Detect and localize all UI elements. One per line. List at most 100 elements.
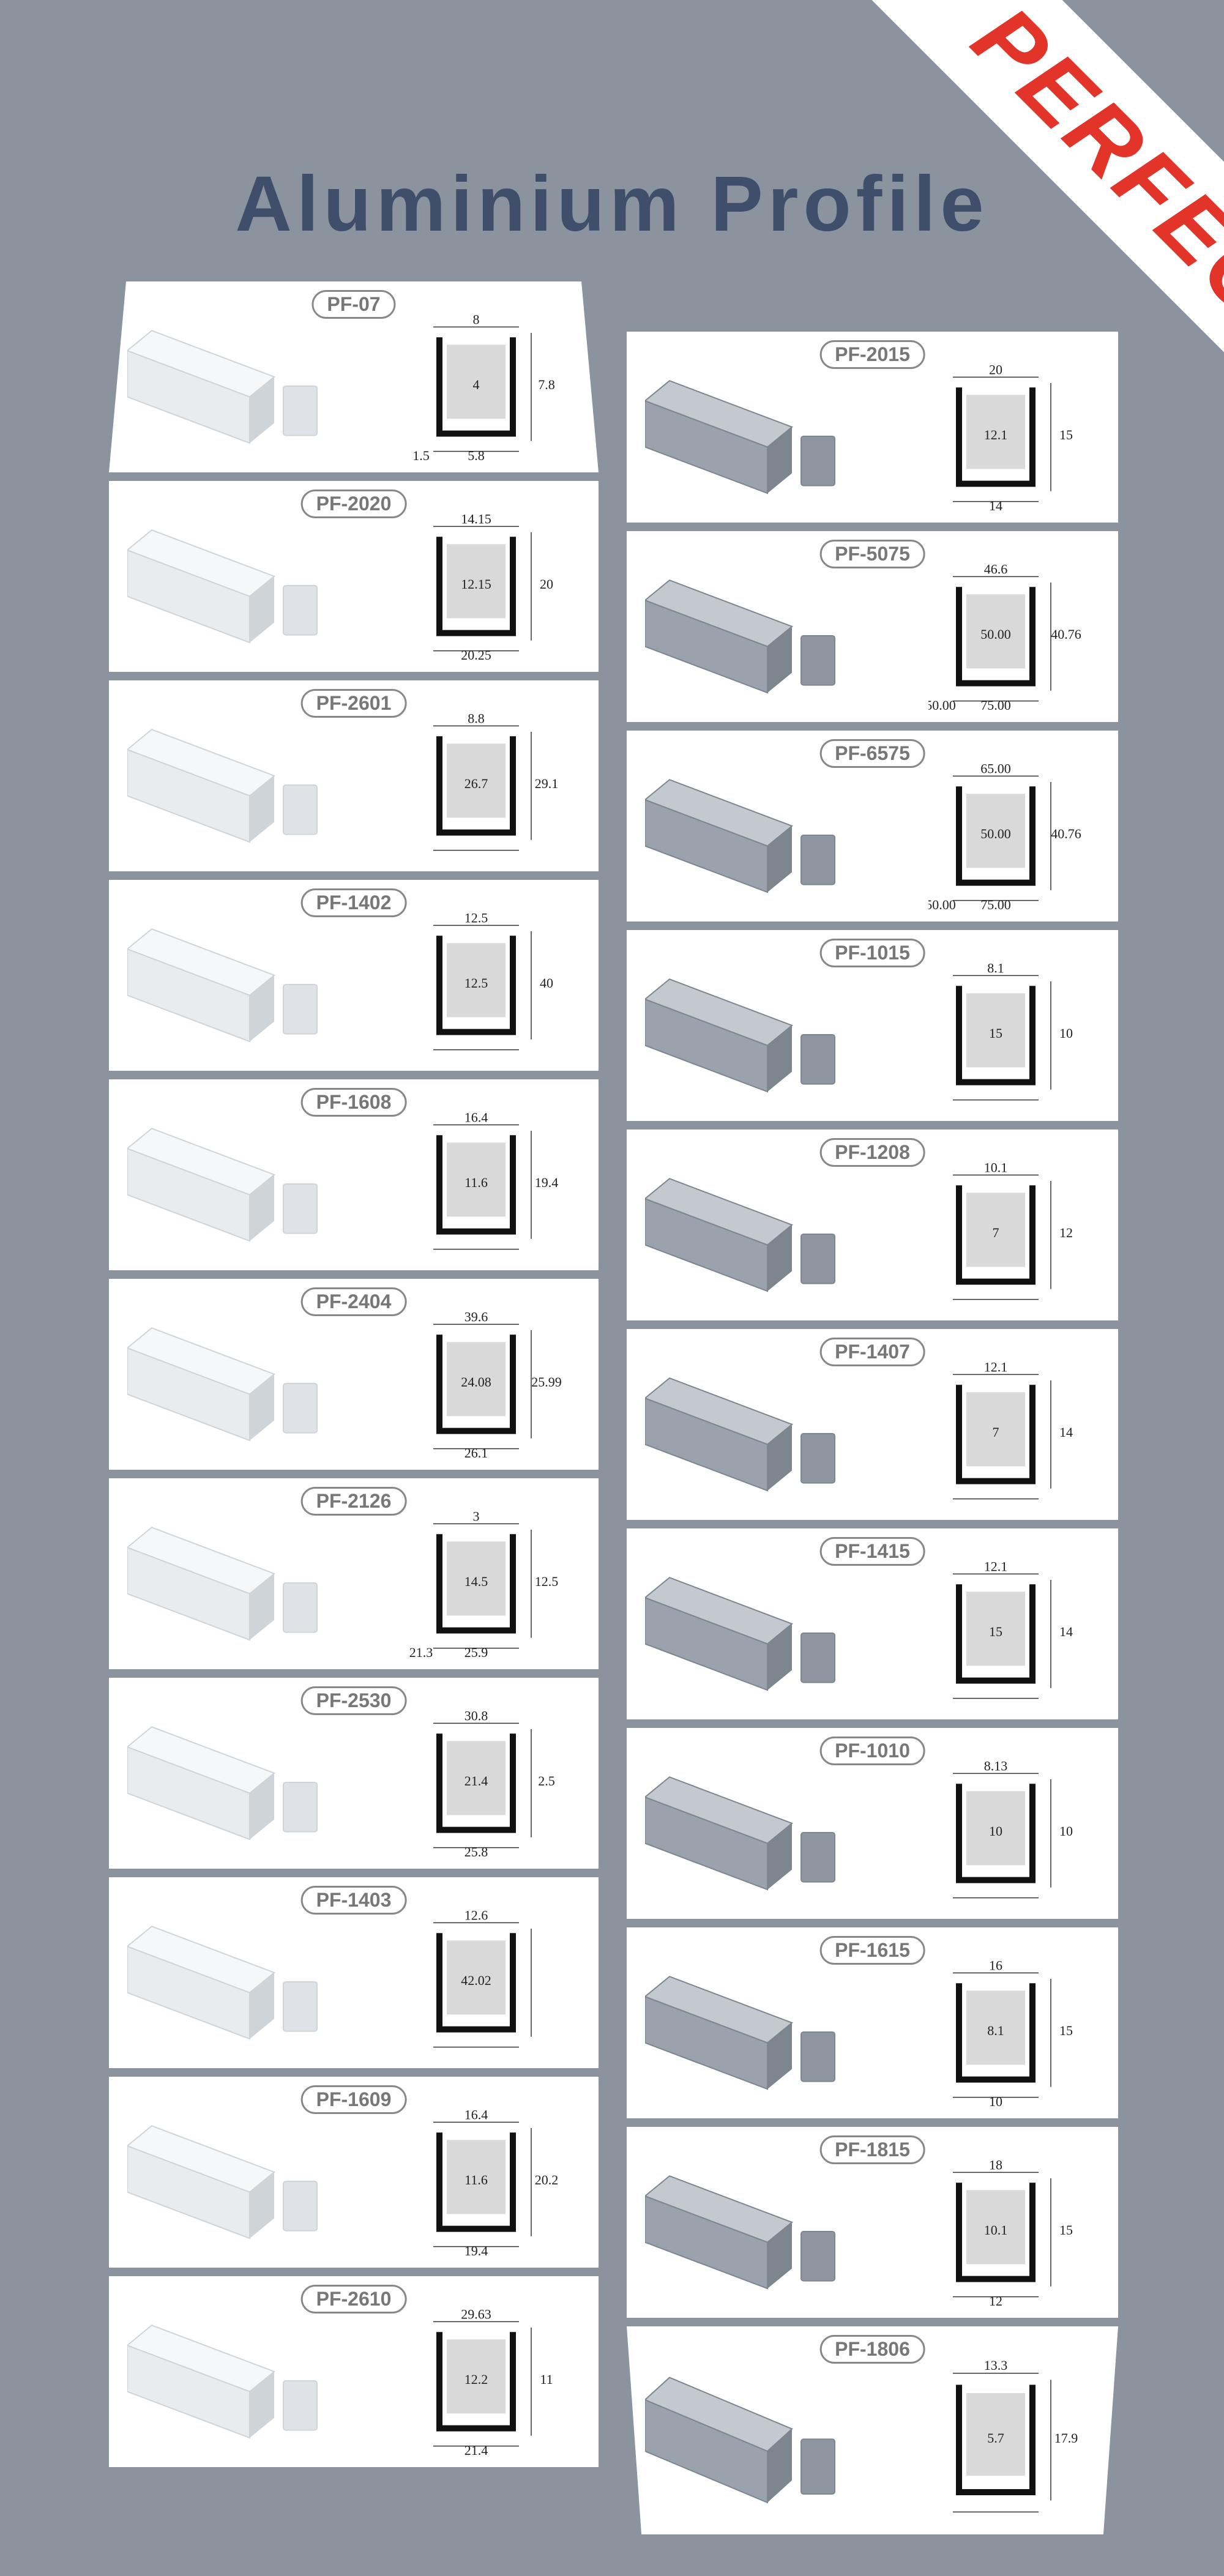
dimension-label: 12.5 (535, 1574, 559, 1589)
dimension-label: 25.8 (465, 1844, 488, 1859)
profile-model-image (127, 529, 318, 644)
dimension-label: 8.1 (987, 964, 1004, 976)
dimension-label: 11 (540, 2372, 553, 2387)
dimension-label: 19.4 (465, 2243, 488, 2258)
model-label: PF-1815 (819, 2135, 925, 2164)
profile-model-image (645, 779, 835, 893)
dimension-label: 15 (1059, 2023, 1073, 2038)
model-label: PF-2126 (300, 1487, 407, 1516)
dimension-label: 12.5 (465, 975, 488, 991)
dimension-label: 12 (1059, 1225, 1073, 1240)
dimension-label: 19.4 (535, 1175, 559, 1190)
dimension-label: 10 (1059, 1026, 1073, 1041)
dimension-label: 8.13 (984, 1762, 1008, 1774)
dimension-label: 7 (993, 1225, 999, 1240)
dimension-label: 15 (1059, 427, 1073, 442)
dimension-label: 50.00 (980, 627, 1011, 642)
dimension-label: 75.00 (980, 897, 1011, 912)
model-label: PF-1403 (300, 1886, 407, 1915)
dimension-label: 12 (989, 2293, 1002, 2309)
dimension-label: 20.25 (461, 647, 491, 663)
dimension-label: 26.7 (465, 776, 488, 791)
profile-model-image (127, 1726, 318, 1841)
profile-model-image (127, 2125, 318, 2239)
dimension-label: 11.6 (465, 1175, 488, 1190)
dimension-label: 12.1 (984, 1363, 1008, 1375)
dimension-label: 10.1 (984, 2222, 1008, 2238)
profile-model-image (645, 1976, 835, 2090)
dimension-label: 8 (473, 315, 480, 327)
profile-model-image (645, 1776, 835, 1891)
dimension-label: 12.15 (461, 576, 491, 592)
product-card: PF-1015 8.1 15 10 (627, 930, 1118, 1121)
dimension-label: 50.00 (928, 897, 956, 912)
model-label: PF-1208 (819, 1138, 925, 1167)
dimension-label: 26.1 (465, 1445, 488, 1461)
page-title: Aluminium Profile (235, 160, 989, 248)
cross-section-drawing: 8.1 15 10 (953, 964, 1073, 1101)
dimension-label: 25.9 (465, 1645, 488, 1660)
cross-section-drawing: 10.1 7 12 (953, 1163, 1073, 1300)
model-label: PF-1407 (819, 1338, 925, 1366)
cross-section-drawing: 12.642.02 (433, 1911, 532, 2048)
dimension-label: 39.6 (465, 1312, 488, 1325)
dimension-label: 40.76 (1051, 627, 1081, 642)
model-label: PF-2601 (300, 689, 407, 718)
profile-model-image (127, 2325, 318, 2439)
model-label: PF-2610 (300, 2285, 407, 2314)
profile-model-image (645, 2175, 835, 2290)
dimension-label: 20.2 (535, 2172, 559, 2187)
product-card: PF-1208 10.1 7 12 (627, 1130, 1118, 1320)
model-label: PF-5075 (819, 540, 925, 568)
dimension-label: 40 (540, 975, 553, 991)
profile-model-image (645, 2377, 835, 2504)
dimension-label: 50.00 (980, 826, 1011, 841)
dimension-label: 10.1 (984, 1163, 1008, 1175)
model-label: PF-1415 (819, 1537, 925, 1566)
dimension-label: 14 (1059, 1424, 1073, 1440)
dimension-label: 40.76 (1051, 826, 1081, 841)
dimension-label: 42.02 (461, 1973, 491, 1988)
profile-model-image (127, 1327, 318, 1442)
dimension-label: 15 (989, 1026, 1002, 1041)
model-label: PF-1015 (819, 939, 925, 967)
dimension-label: 18 (989, 2161, 1002, 2173)
dimension-label: 14.15 (461, 515, 491, 527)
dimension-label: 12.5 (465, 914, 488, 926)
dimension-label: 21.4 (465, 2443, 488, 2458)
profile-model-image (127, 330, 318, 444)
dimension-label: 12.1 (984, 427, 1008, 442)
profile-model-image (645, 380, 835, 494)
dimension-label: 29.1 (535, 776, 559, 791)
dimension-label: 13.3 (984, 2360, 1008, 2373)
dimension-label: 75.00 (980, 698, 1011, 713)
dimension-label: 10 (1059, 1823, 1073, 1839)
dimension-label: 21.4 (465, 1773, 488, 1789)
